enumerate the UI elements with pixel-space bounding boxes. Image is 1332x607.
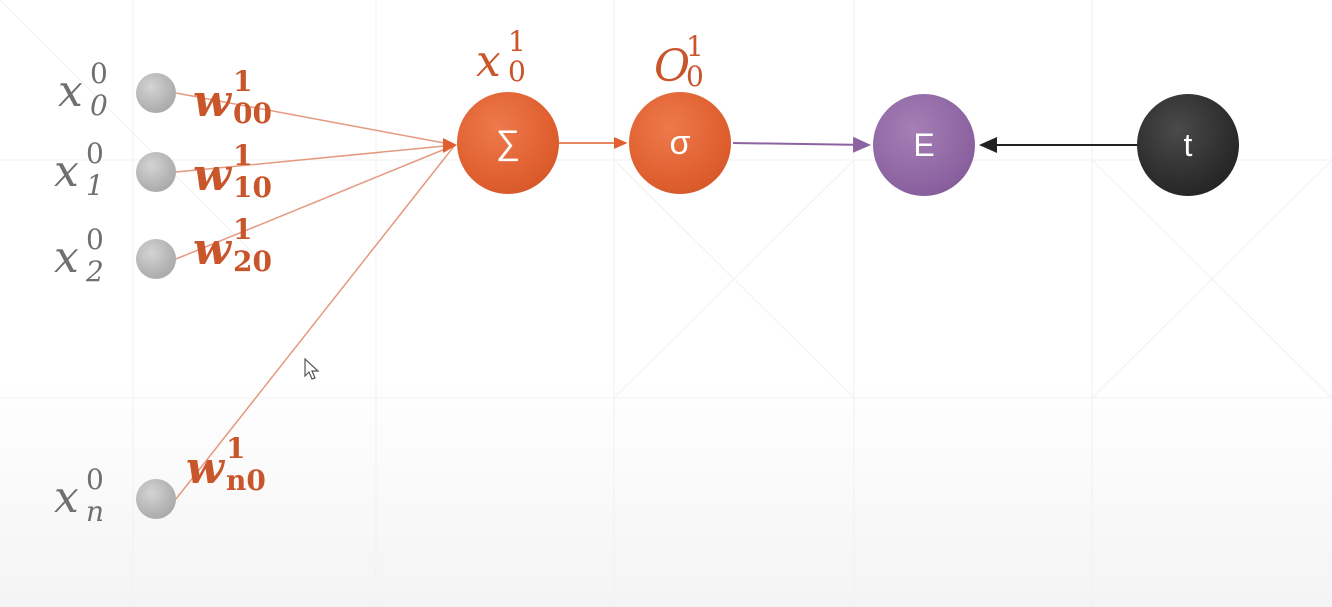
error-node: E (873, 94, 975, 196)
activation-node: σ (629, 92, 731, 194)
mouse-pointer-icon (304, 358, 320, 380)
edge-sigma-error (732, 136, 871, 153)
target-symbol: t (1183, 126, 1193, 163)
error-symbol: E (913, 126, 935, 163)
input-node-x0 (136, 73, 176, 113)
edge-x1-sum (175, 144, 456, 173)
input-node-x2 (136, 239, 176, 279)
sum-node: ∑ (457, 92, 559, 194)
sum-symbol: ∑ (495, 123, 521, 162)
edge-x0-sum (175, 92, 456, 146)
input-node-x1 (136, 152, 176, 192)
edge-x2-sum (175, 144, 456, 260)
edge-xn-sum (175, 144, 456, 500)
input-node-xn (136, 479, 176, 519)
target-node: t (1137, 94, 1239, 196)
activation-symbol: σ (669, 123, 691, 162)
sum-input-arrowhead (443, 138, 457, 153)
